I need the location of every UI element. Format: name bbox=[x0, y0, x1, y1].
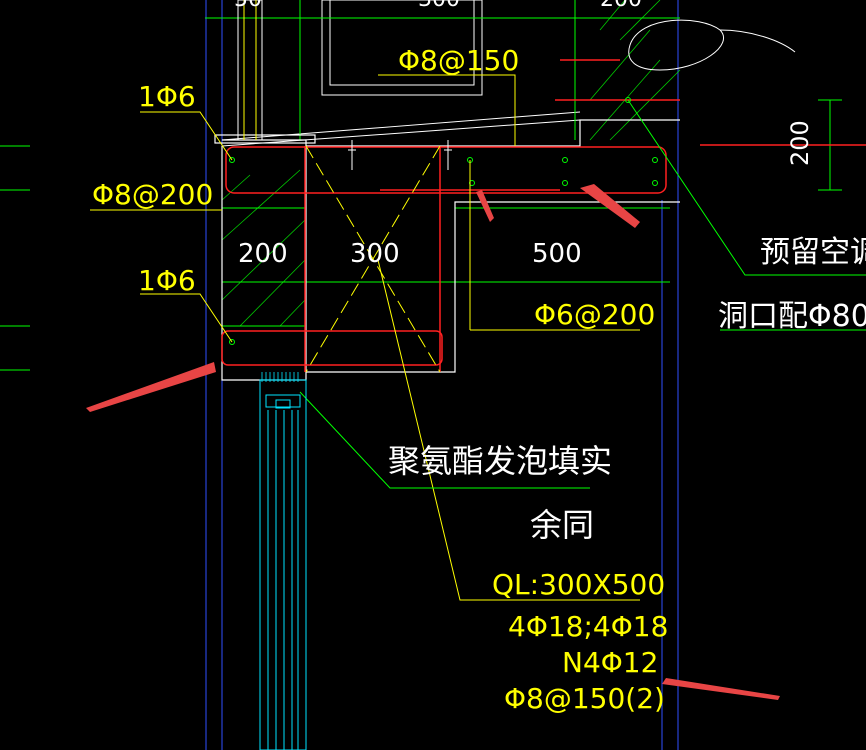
bolts bbox=[348, 140, 452, 170]
red-rebar bbox=[221, 59, 866, 372]
top-cut-mid-label: 300 bbox=[418, 0, 460, 12]
arrow-4 bbox=[662, 678, 780, 700]
note-same-label: 余同 bbox=[530, 506, 594, 544]
arrow-2 bbox=[476, 190, 494, 222]
green-grid-top bbox=[205, 0, 842, 327]
beam-main-label: 4Φ18;4Φ18 bbox=[508, 610, 668, 643]
top-rebar-label: Φ8@150 bbox=[398, 44, 519, 77]
left-bar-upper-label: 1Φ6 bbox=[138, 80, 196, 113]
green-axis-ticks bbox=[0, 145, 30, 371]
note-foam-label: 聚氨酯发泡填实 bbox=[388, 442, 612, 480]
window-frame bbox=[259, 379, 307, 750]
arrow-3 bbox=[86, 362, 216, 412]
white-curve bbox=[628, 19, 796, 71]
beam-name-label: QL:300X500 bbox=[492, 568, 665, 601]
left-bar-lower-label: 1Φ6 bbox=[138, 264, 196, 297]
top-cut-left-label: 50 bbox=[234, 0, 262, 12]
dim-vertical-label: 200 bbox=[786, 120, 814, 166]
beam-stirrup-label: Φ8@150(2) bbox=[504, 682, 665, 715]
left-stirrup-label: Φ8@200 bbox=[92, 178, 213, 211]
dim-left-label: 200 bbox=[238, 239, 288, 269]
red-arrows bbox=[86, 184, 780, 700]
green-leaders bbox=[299, 99, 866, 489]
note-opening-label: 洞口配Φ80 bbox=[718, 299, 866, 334]
void-cross bbox=[305, 145, 441, 373]
foam-filler bbox=[261, 372, 299, 382]
dim-right-label: 500 bbox=[532, 239, 582, 269]
beam-waist-label: N4Φ12 bbox=[562, 646, 658, 679]
bottom-rebar-right-label: Φ6@200 bbox=[534, 298, 655, 331]
dim-mid-label: 300 bbox=[350, 239, 400, 269]
left-upright bbox=[237, 0, 263, 141]
arrow-1 bbox=[580, 184, 640, 228]
top-cut-right-label: 200 bbox=[600, 0, 642, 12]
note-reserve-label: 预留空调 bbox=[760, 235, 866, 270]
yellow-leaders bbox=[90, 74, 640, 601]
